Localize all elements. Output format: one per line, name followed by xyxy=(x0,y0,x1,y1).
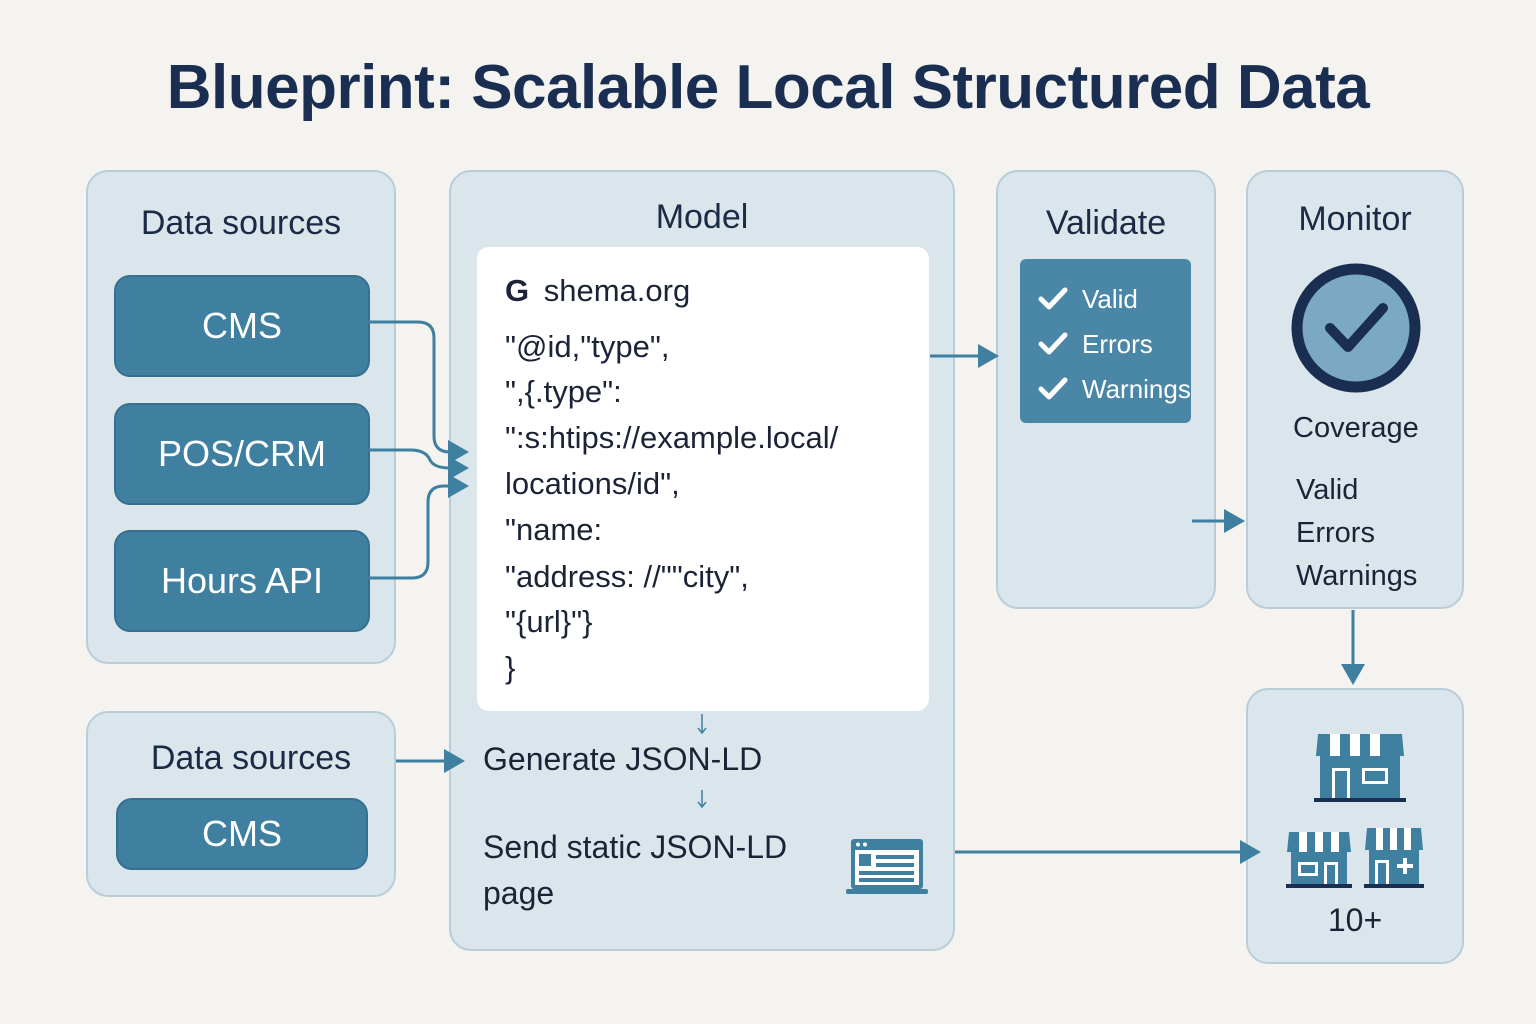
source-cms-bottom-label: CMS xyxy=(202,813,282,854)
check-errors: Errors xyxy=(1038,324,1153,364)
check-icon xyxy=(1038,377,1068,400)
monitor-title: Monitor xyxy=(1298,200,1412,238)
code-line: "{url}"} xyxy=(505,604,593,639)
store-icon xyxy=(1364,828,1424,888)
schema-name: shema.org xyxy=(543,273,691,308)
code-line: "name: xyxy=(505,512,603,547)
send-static-step-line2: page xyxy=(483,875,555,911)
check-icon xyxy=(1038,332,1068,355)
metric-errors: Errors xyxy=(1296,517,1375,549)
code-line: "@id,"type", xyxy=(505,329,670,364)
diagram-title: Blueprint: Scalable Local Structured Dat… xyxy=(166,53,1370,122)
check-circle-icon xyxy=(1291,263,1421,393)
validation-results-box: Valid Errors Warnings xyxy=(1020,259,1191,423)
source-cms-label: CMS xyxy=(202,305,282,346)
schema-header: G shema.org xyxy=(505,273,690,309)
google-g-logo: G xyxy=(505,273,530,308)
check-errors-label: Errors xyxy=(1082,328,1153,359)
locations-count: 10+ xyxy=(1327,902,1383,938)
code-line: ":s:htips://example.local/ xyxy=(505,420,839,455)
browser-window-icon xyxy=(846,839,928,894)
source-pos-crm-label: POS/CRM xyxy=(157,433,326,474)
source-cms-bottom: CMS xyxy=(116,798,368,870)
code-line: } xyxy=(505,650,516,685)
store-icon xyxy=(1286,832,1352,888)
data-sources-title: Data sources xyxy=(140,204,342,242)
metric-warnings: Warnings xyxy=(1296,560,1418,592)
data-sources-panel: Data sources CMS POS/CRM Hours API xyxy=(86,170,396,664)
metric-valid: Valid xyxy=(1296,474,1359,506)
data-sources-bottom-panel: Data sources CMS xyxy=(86,711,396,897)
validate-title: Validate xyxy=(1045,204,1167,242)
code-line: ",{.type": xyxy=(505,374,622,409)
check-valid: Valid xyxy=(1038,279,1138,319)
source-cms: CMS xyxy=(114,275,370,377)
source-hours-api-label: Hours API xyxy=(160,560,324,601)
source-hours-api: Hours API xyxy=(114,530,370,632)
check-icon xyxy=(1038,287,1068,310)
source-pos-crm: POS/CRM xyxy=(114,403,370,505)
code-line: "address: //""city", xyxy=(505,559,749,594)
model-title: Model xyxy=(655,198,749,236)
send-static-step-line1: Send static JSON-LD xyxy=(483,829,788,865)
schema-code-card: G shema.org "@id,"type", ",{.type": ":s:… xyxy=(477,247,929,711)
check-warnings: Warnings xyxy=(1038,369,1191,409)
coverage-label: Coverage xyxy=(1293,412,1419,444)
validate-panel: Validate Valid Errors Warnings xyxy=(996,170,1216,609)
check-warnings-label: Warnings xyxy=(1082,373,1191,404)
check-valid-label: Valid xyxy=(1082,283,1138,314)
locations-panel: 10+ xyxy=(1246,688,1464,964)
code-line: locations/id", xyxy=(505,466,680,501)
monitor-panel: Monitor Coverage Valid Errors Warnings xyxy=(1246,170,1464,609)
store-icon xyxy=(1314,734,1406,802)
data-sources-bottom-title: Data sources xyxy=(150,739,352,777)
generate-json-ld-step: Generate JSON-LD xyxy=(483,741,763,777)
